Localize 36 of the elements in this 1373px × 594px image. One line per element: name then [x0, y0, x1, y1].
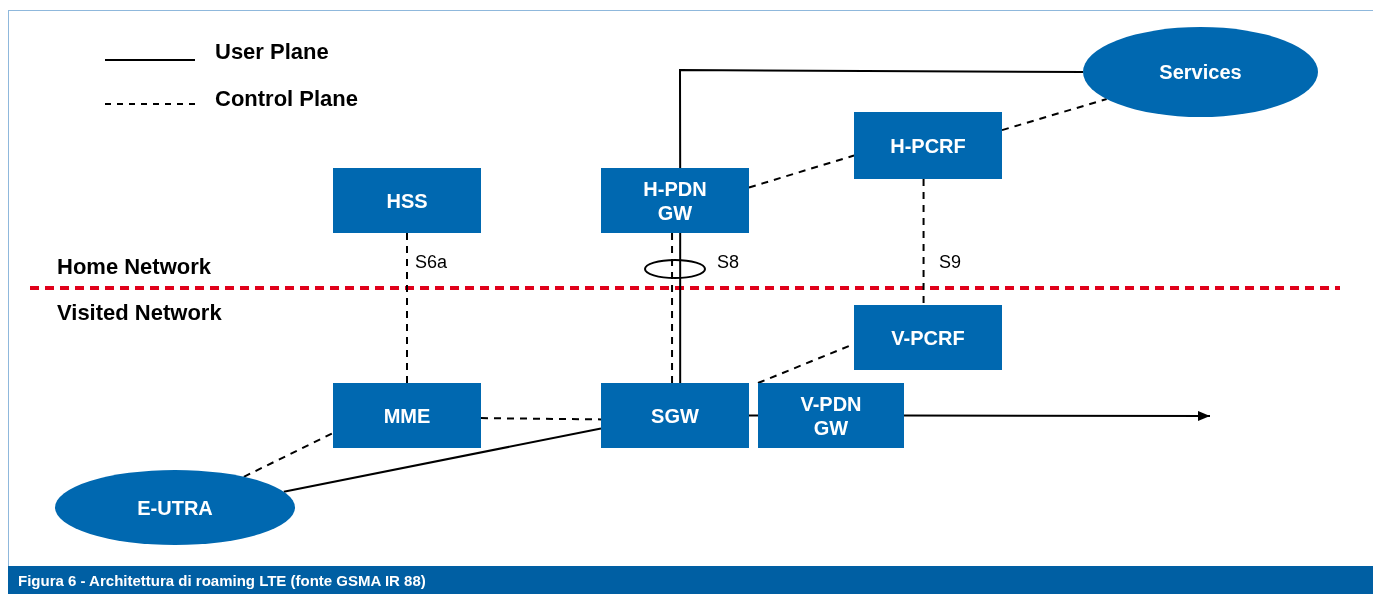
connector-line: [406, 232, 408, 384]
network-element-box: [601, 383, 749, 448]
network-element-box: [333, 383, 481, 448]
connector-line: [679, 232, 682, 384]
edge-label: S6a: [414, 253, 449, 271]
connector-line: [671, 232, 674, 384]
network-element-box: [758, 383, 904, 448]
node-label: H-PDN GW: [642, 176, 708, 225]
node-label: E-UTRA: [137, 495, 213, 520]
node-label: SGW: [651, 403, 699, 428]
node-label: V-PCRF: [891, 325, 965, 350]
connector-line: [242, 432, 334, 478]
connector-line: [922, 178, 925, 306]
caption-text: Figura 6 - Architettura di roaming LTE (fonte GSMA IR 88): [18, 572, 426, 588]
network-element-box: [854, 305, 1002, 370]
node-label: HSS: [386, 188, 428, 213]
edge-label: S9: [938, 253, 963, 271]
network-element-box: [601, 168, 749, 233]
legend-label: Control Plane: [215, 88, 358, 110]
network-label: Visited Network: [57, 299, 222, 327]
node-label: MME: [383, 403, 431, 428]
connector-line: [903, 411, 1211, 421]
connector-line: [1001, 98, 1108, 132]
node-label: V-PDN GW: [799, 391, 863, 440]
network-element-box: [333, 168, 481, 233]
legend-label: User Plane: [215, 41, 329, 63]
connector-line: [679, 69, 1084, 169]
edge-label: S8: [716, 253, 741, 271]
network-label: Home Network: [57, 253, 212, 281]
connector-line: [748, 414, 759, 417]
node-label: H-PCRF: [890, 133, 966, 158]
connector-line: [282, 427, 602, 493]
connector-line: [480, 417, 602, 421]
node-label: Services: [1159, 60, 1242, 84]
connector-line: [748, 154, 855, 189]
network-element-box: [854, 112, 1002, 179]
